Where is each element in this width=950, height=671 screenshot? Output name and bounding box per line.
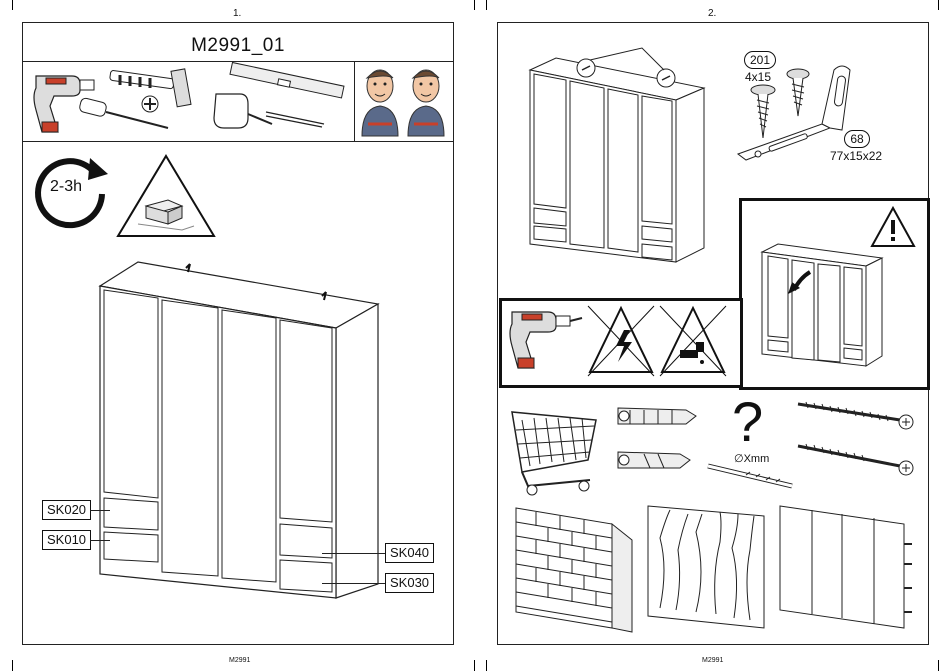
crop-mark — [486, 660, 487, 671]
leader-line — [90, 510, 110, 511]
crop-mark — [938, 660, 939, 671]
wall-plug-icon — [614, 396, 700, 436]
crop-mark — [12, 0, 13, 10]
leader-line — [90, 540, 110, 541]
page-number: 1. — [233, 8, 241, 19]
divider — [22, 61, 454, 62]
part-label-sk010: SK010 — [42, 530, 91, 550]
screw-icon — [796, 442, 918, 478]
crop-mark — [12, 660, 13, 671]
fragile-box-warning-icon — [116, 154, 216, 238]
two-person-assembly-icon — [358, 64, 450, 138]
page-footer: M2991 — [229, 657, 250, 664]
part-label-sk020: SK020 — [42, 500, 91, 520]
page-footer: M2991 — [702, 657, 723, 664]
electrical-hazard-icon — [586, 304, 656, 378]
panel-wall-icon — [778, 504, 920, 632]
crop-mark — [474, 660, 475, 671]
part-label-sk040: SK040 — [385, 543, 434, 563]
time-estimate: 2-3h — [50, 178, 82, 196]
crop-mark — [938, 0, 939, 10]
part-qty-badge-68: 68 — [844, 130, 870, 148]
brick-wall-icon — [512, 504, 636, 632]
screw-icon — [796, 400, 918, 430]
water-pipe-hazard-icon — [658, 304, 728, 378]
drill-icon — [506, 302, 582, 378]
phillips-screwdriver-icon — [78, 96, 174, 136]
crop-mark — [474, 0, 475, 10]
wood-wall-icon — [646, 504, 768, 630]
tipping-wardrobe-illustration — [758, 242, 888, 372]
part-label-sk030: SK030 — [385, 573, 434, 593]
part-size-68: 77x15x22 — [830, 149, 882, 163]
shopping-cart-icon — [508, 400, 604, 500]
divider — [22, 141, 454, 142]
wardrobe-anchor-illustration — [526, 48, 706, 268]
tape-measure-icon — [210, 86, 330, 136]
crop-mark — [486, 0, 487, 10]
page-number: 2. — [708, 8, 716, 19]
question-mark: ? — [732, 394, 763, 450]
leader-line — [322, 553, 385, 554]
drill-bit-icon — [706, 462, 796, 492]
leader-line — [322, 583, 385, 584]
divider — [354, 61, 355, 141]
page-title: M2991_01 — [22, 35, 454, 57]
wall-plug-icon — [614, 442, 694, 478]
